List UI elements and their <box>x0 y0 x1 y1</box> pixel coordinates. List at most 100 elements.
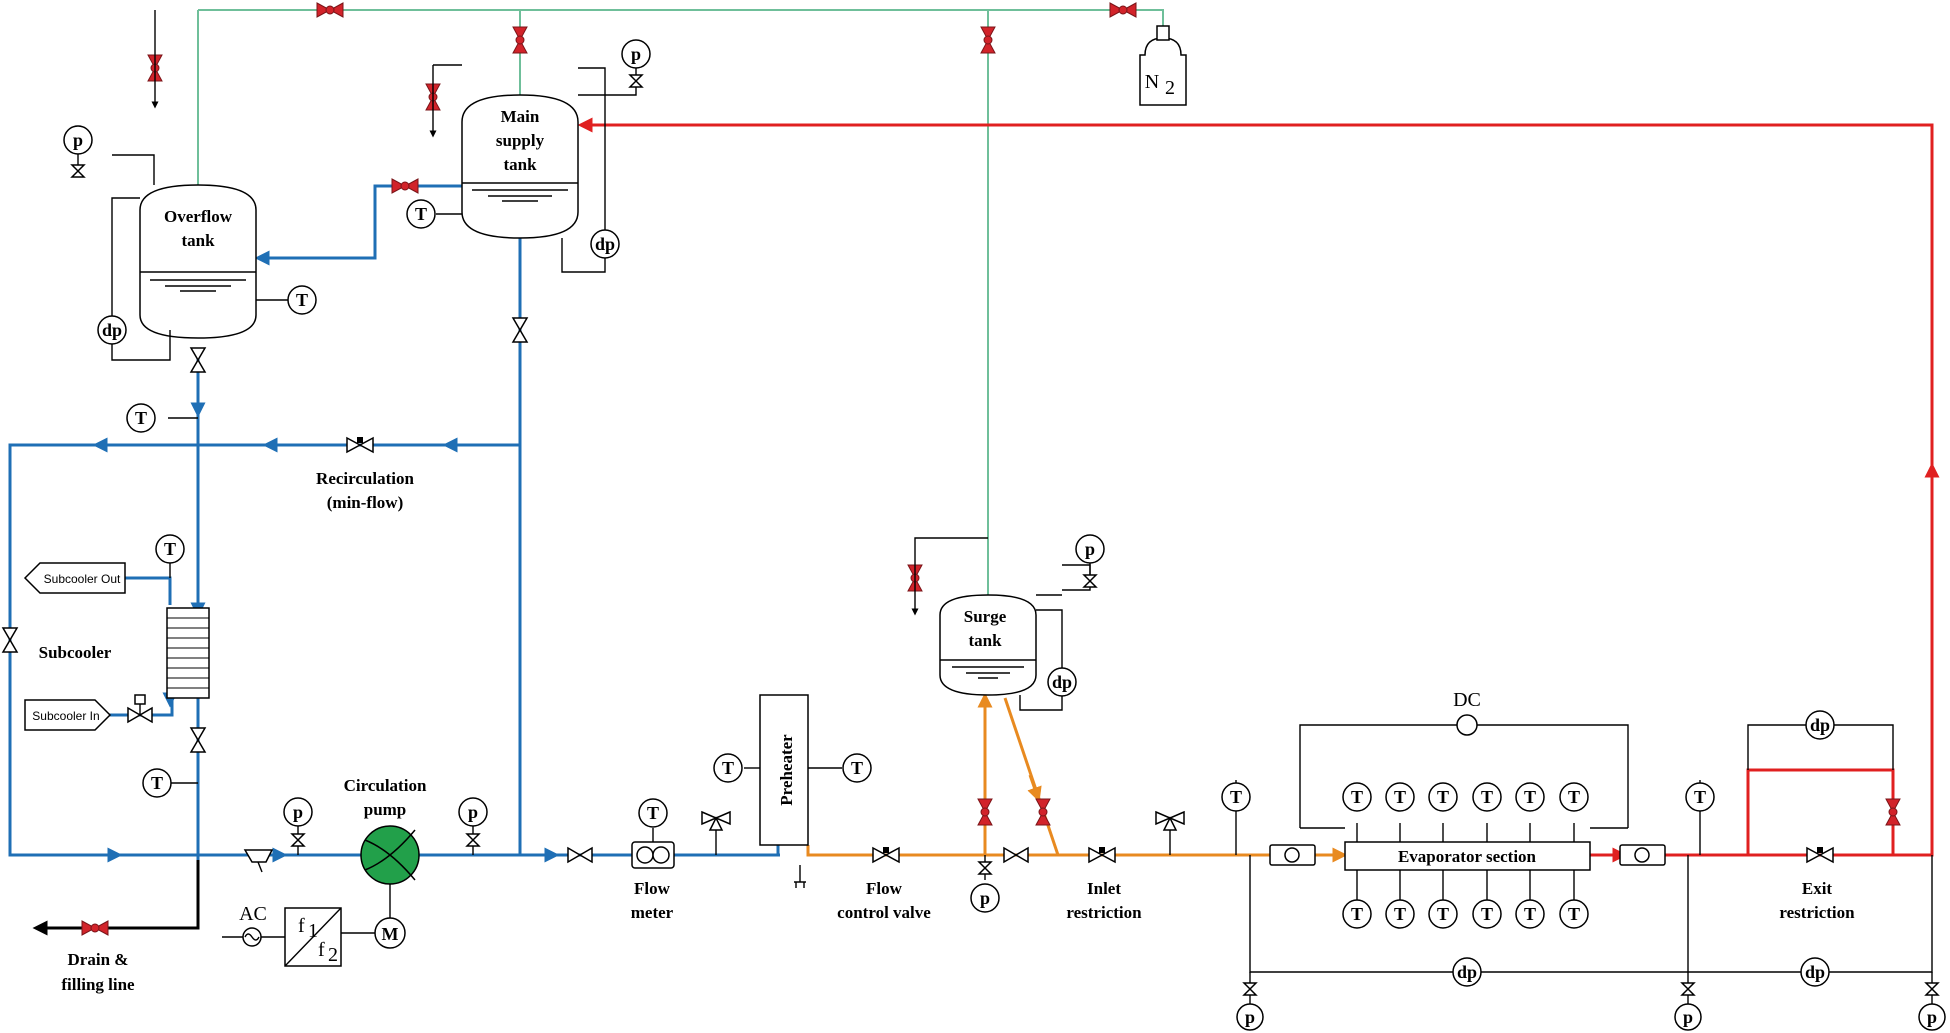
inlet-restriction-label-1: Inlet <box>1087 879 1121 898</box>
main-supply-tank: Main supply tank <box>436 67 637 273</box>
n2-label: N <box>1145 71 1159 93</box>
evaporator-section: Evaporator section DC <box>1269 689 1666 871</box>
dp-exit: dp <box>1805 710 1835 740</box>
subcooler-label: Subcooler <box>39 643 112 662</box>
temp-evap-top-3: T <box>1428 782 1458 812</box>
pressure-gauge-pump-out: p <box>458 797 488 827</box>
svg-text:p: p <box>1085 539 1095 559</box>
recirculation: Recirculation (min-flow) <box>316 436 414 512</box>
overflow-tank: Overflow tank <box>111 154 290 361</box>
svg-text:p: p <box>1683 1007 1693 1027</box>
circulation-pump-label-1: Circulation <box>344 776 427 795</box>
strainer <box>243 849 274 873</box>
drain-label: Drain & filling line <box>61 950 135 994</box>
pressure-gauge-inlet: p <box>1236 1003 1264 1031</box>
svg-text:T: T <box>1394 904 1406 924</box>
svg-text:T: T <box>647 803 659 823</box>
drain-label-1: Drain & <box>68 950 129 969</box>
svg-text:p: p <box>73 130 83 150</box>
pressure-gauge-main: p <box>621 39 651 75</box>
svg-text:T: T <box>415 204 427 224</box>
main-supply-label-2: supply <box>496 131 545 150</box>
pressure-tap-valves <box>70 74 1940 996</box>
subcooler-control-valve <box>127 694 153 724</box>
svg-text:p: p <box>293 802 303 822</box>
surge-tank: Surge tank <box>939 564 1091 711</box>
liquid-lines <box>8 184 780 863</box>
svg-text:T: T <box>851 758 863 778</box>
manual-valve-subcooler-out <box>189 727 207 753</box>
exit-restriction-label-1: Exit <box>1802 879 1833 898</box>
overflow-tank-label-1: Overflow <box>164 207 233 226</box>
drain-label-2: filling line <box>61 975 135 994</box>
flow-control-valve: Flow control valve <box>837 846 931 922</box>
pressure-gauge-pump-in: p <box>283 797 313 827</box>
dp-surge: dp <box>1047 667 1077 697</box>
surge-tank-label-2: tank <box>968 631 1002 650</box>
manual-valve-inlet <box>1003 846 1029 864</box>
flow-meter: Flow meter <box>567 828 675 922</box>
heated-lines <box>806 692 1348 863</box>
temp-evap-bottom-1: T <box>1342 899 1372 929</box>
evaporator-label: Evaporator section <box>1398 847 1537 866</box>
svg-text:T: T <box>1351 904 1363 924</box>
svg-text:dp: dp <box>595 234 615 254</box>
temp-evap-top-4: T <box>1472 782 1502 812</box>
inlet-restriction: Inlet restriction <box>1003 846 1142 922</box>
temp-flow-meter: T <box>638 798 668 828</box>
svg-text:T: T <box>1437 904 1449 924</box>
svg-text:T: T <box>722 758 734 778</box>
svg-text:T: T <box>135 408 147 428</box>
svg-text:T: T <box>1568 904 1580 924</box>
main-supply-label-3: tank <box>503 155 537 174</box>
temp-overflow: T <box>287 285 317 315</box>
f1-subscript: 1 <box>308 920 318 942</box>
flow-meter-label-2: meter <box>631 903 674 922</box>
manual-valve-main <box>511 317 529 343</box>
temp-test-outlet: T <box>1685 782 1715 812</box>
exit-restriction-label-2: restriction <box>1779 903 1855 922</box>
temp-test-inlet: T <box>1221 782 1251 812</box>
temp-preheater-in: T <box>713 753 743 783</box>
svg-text:p: p <box>631 44 641 64</box>
dp-overflow: dp <box>97 315 127 345</box>
temp-subcooler-out: T <box>155 534 185 564</box>
valve-top-left <box>316 2 344 18</box>
temp-overflow-outlet: T <box>126 403 156 433</box>
recirculation-label-1: Recirculation <box>316 469 414 488</box>
temp-evap-bottom-6: T <box>1559 899 1589 929</box>
svg-text:T: T <box>1351 787 1363 807</box>
nitrogen-lines <box>197 9 1164 595</box>
f2-label: f <box>318 939 325 961</box>
flow-control-label-1: Flow <box>866 879 903 898</box>
flow-meter-label-1: Flow <box>634 879 671 898</box>
vent-arrows <box>151 10 988 616</box>
f1-label: f <box>298 915 305 937</box>
temp-evap-bottom-5: T <box>1515 899 1545 929</box>
valve-top-right <box>1109 2 1137 18</box>
pressure-gauge-overflow: p <box>63 125 93 165</box>
dp-exit-section: dp <box>1800 957 1830 987</box>
temp-evap-top-1: T <box>1342 782 1372 812</box>
pressure-gauge-surge: p <box>1075 534 1105 575</box>
n2-subscript: 2 <box>1165 77 1175 99</box>
circulation-pump: Circulation pump M f 1 f 2 AC <box>222 776 427 967</box>
pressure-gauge-outlet: p <box>1674 1003 1702 1031</box>
nitrogen-bottle: N 2 <box>1139 25 1187 106</box>
valve-main-supply-vent <box>512 26 528 54</box>
svg-text:dp: dp <box>1810 715 1830 735</box>
temp-pump-inlet: T <box>142 768 172 798</box>
manual-valve-before-flowmeter <box>567 846 593 864</box>
relief-valve-preheater <box>701 810 731 855</box>
temp-evap-top-6: T <box>1559 782 1589 812</box>
svg-text:T: T <box>1230 787 1242 807</box>
svg-text:T: T <box>1694 787 1706 807</box>
inlet-restriction-label-2: restriction <box>1066 903 1142 922</box>
pressure-gauge-exit: p <box>1918 1003 1946 1031</box>
temp-evap-top-2: T <box>1385 782 1415 812</box>
svg-text:T: T <box>1437 787 1449 807</box>
subcooler: Subcooler Subcooler Out Subcooler In <box>1 317 529 753</box>
surge-tank-label-1: Surge <box>964 607 1007 626</box>
svg-text:p: p <box>468 802 478 822</box>
recirculation-label-2: (min-flow) <box>327 493 403 512</box>
